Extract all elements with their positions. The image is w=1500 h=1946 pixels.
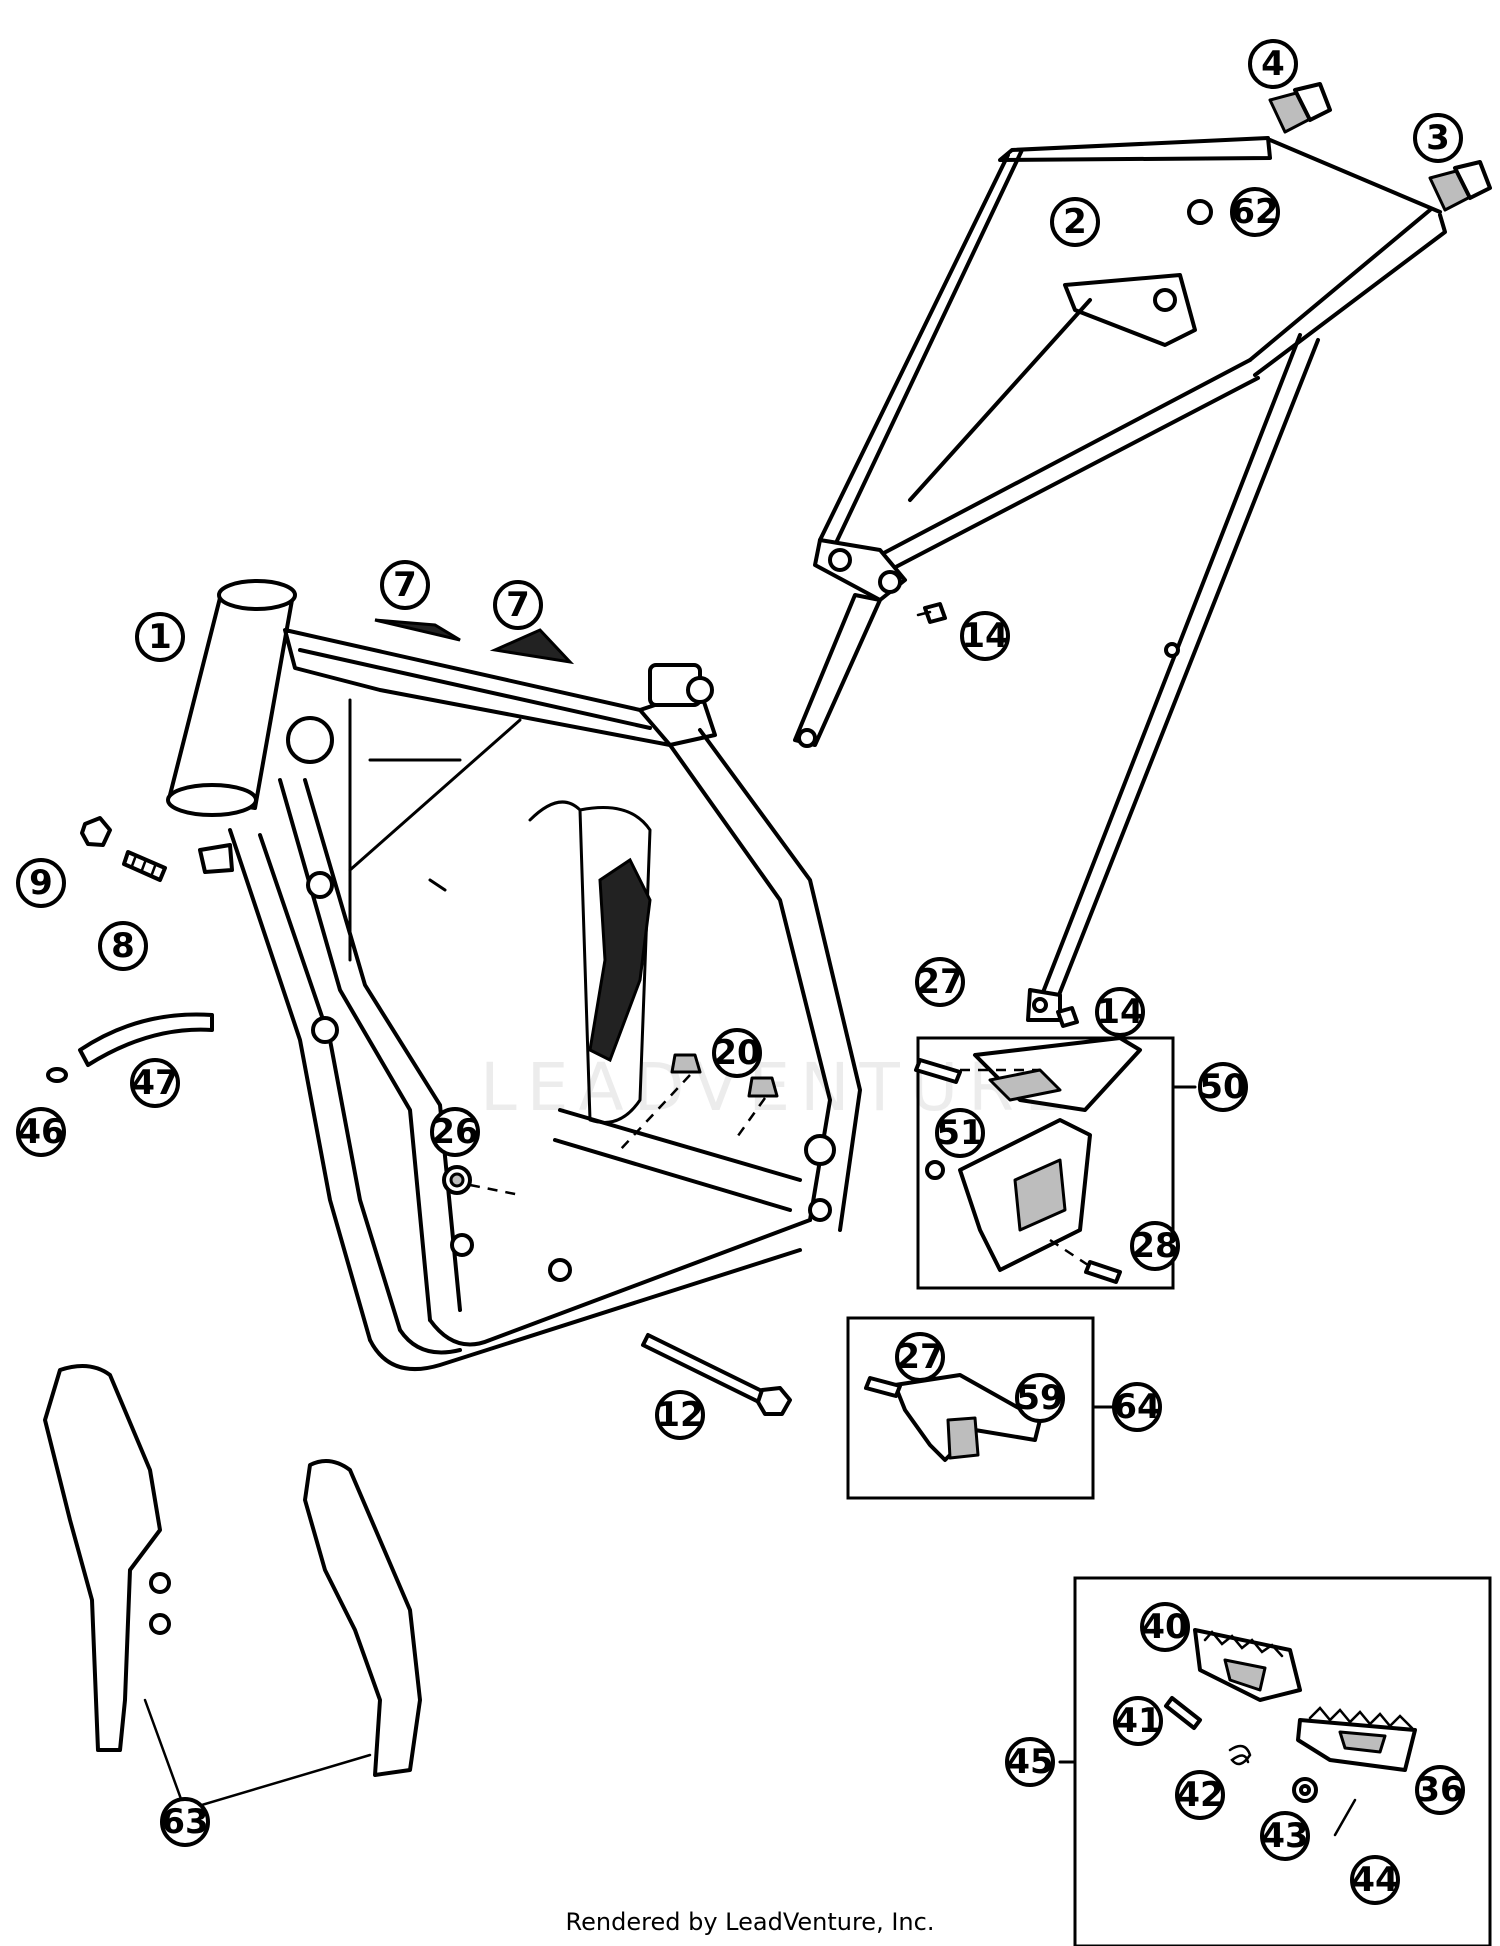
- svg-text:27: 27: [896, 1337, 943, 1377]
- callout-7a: 7: [380, 560, 430, 610]
- svg-text:59: 59: [1016, 1378, 1063, 1418]
- hose-drawing: [46, 1012, 214, 1083]
- callout-44: 44: [1350, 1855, 1400, 1905]
- svg-text:45: 45: [1006, 1742, 1053, 1782]
- callout-47: 47: [130, 1058, 180, 1108]
- subframe-hardware-drawing: [916, 82, 1492, 1028]
- callout-46: 46: [16, 1107, 66, 1157]
- callout-14b: 14: [1095, 987, 1145, 1037]
- svg-text:27: 27: [916, 962, 963, 1002]
- svg-text:50: 50: [1199, 1067, 1246, 1107]
- svg-text:62: 62: [1231, 192, 1278, 232]
- callout-9: 9: [16, 858, 66, 908]
- callout-20: 20: [712, 1028, 762, 1078]
- callout-27b: 27: [895, 1332, 945, 1382]
- bushings-drawing: [442, 1053, 779, 1197]
- callout-63: 63: [160, 1797, 210, 1847]
- svg-text:63: 63: [161, 1802, 208, 1842]
- callout-36: 36: [1415, 1765, 1465, 1815]
- svg-text:42: 42: [1176, 1775, 1223, 1815]
- subframe-drawing: [793, 136, 1447, 1022]
- svg-text:44: 44: [1351, 1860, 1398, 1900]
- callout-50: 50: [1198, 1062, 1248, 1112]
- svg-text:64: 64: [1113, 1387, 1160, 1427]
- svg-text:20: 20: [713, 1033, 760, 1073]
- svg-text:2: 2: [1063, 202, 1087, 242]
- callout-26: 26: [430, 1107, 480, 1157]
- footer-credit: Rendered by LeadVenture, Inc.: [565, 1908, 935, 1936]
- callout-1: 1: [135, 612, 185, 662]
- callout-27a: 27: [915, 957, 965, 1007]
- callout-51: 51: [935, 1108, 985, 1158]
- svg-text:26: 26: [431, 1112, 478, 1152]
- svg-text:1: 1: [148, 617, 172, 657]
- callout-3: 3: [1413, 113, 1463, 163]
- svg-text:14: 14: [1096, 992, 1143, 1032]
- svg-text:7: 7: [506, 585, 530, 625]
- callout-12: 12: [655, 1390, 705, 1440]
- main-frame-drawing: [166, 579, 862, 1372]
- svg-text:3: 3: [1426, 118, 1450, 158]
- svg-text:41: 41: [1114, 1701, 1161, 1741]
- svg-text:51: 51: [936, 1113, 983, 1153]
- svg-text:14: 14: [961, 616, 1008, 656]
- svg-text:7: 7: [393, 565, 417, 605]
- callout-43: 43: [1260, 1811, 1310, 1861]
- decal-strips-drawing: [374, 618, 575, 665]
- guard-box: [846, 1316, 1114, 1500]
- svg-text:9: 9: [29, 863, 53, 903]
- svg-text:43: 43: [1261, 1816, 1308, 1856]
- callout-2: 2: [1050, 197, 1100, 247]
- callout-14a: 14: [960, 611, 1010, 661]
- callout-64: 64: [1112, 1382, 1162, 1432]
- chain-guide-box: [914, 1036, 1197, 1290]
- callout-4: 4: [1248, 39, 1298, 89]
- svg-text:36: 36: [1416, 1770, 1463, 1810]
- callout-45: 45: [1005, 1737, 1055, 1787]
- callout-59: 59: [1015, 1373, 1065, 1423]
- callout-41: 41: [1113, 1696, 1163, 1746]
- nut-bolt-drawing: [80, 816, 167, 882]
- frame-protectors-drawing: [43, 1364, 422, 1812]
- callout-62: 62: [1230, 187, 1280, 237]
- footrest-box: [1058, 1576, 1492, 1946]
- svg-text:12: 12: [656, 1395, 703, 1435]
- svg-text:47: 47: [131, 1063, 178, 1103]
- callout-7b: 7: [493, 580, 543, 630]
- svg-text:8: 8: [111, 926, 135, 966]
- long-bolt-drawing: [641, 1333, 792, 1416]
- callout-28: 28: [1130, 1221, 1180, 1271]
- svg-text:46: 46: [17, 1112, 64, 1152]
- callout-40: 40: [1140, 1602, 1190, 1652]
- svg-text:28: 28: [1131, 1226, 1178, 1266]
- svg-text:4: 4: [1261, 44, 1285, 84]
- svg-text:40: 40: [1141, 1607, 1188, 1647]
- callout-42: 42: [1175, 1770, 1225, 1820]
- callout-8: 8: [98, 921, 148, 971]
